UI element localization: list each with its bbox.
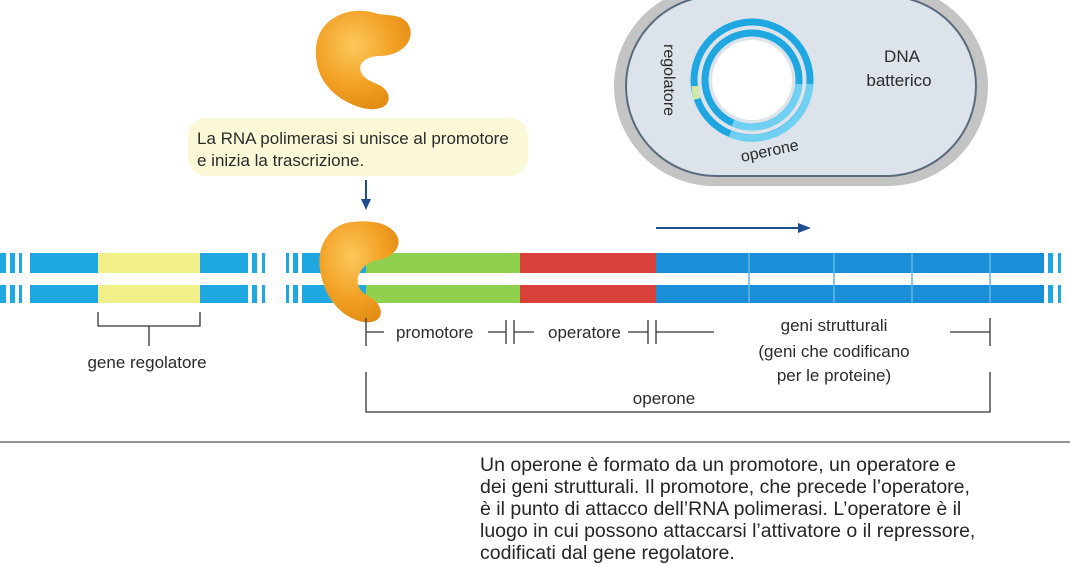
regulator-segment xyxy=(691,85,701,100)
promoter-label: promotore xyxy=(396,323,473,342)
promoter-bottom xyxy=(366,285,520,303)
structural-genes-top xyxy=(656,253,1044,273)
operator-label: operatore xyxy=(548,323,621,342)
dna-left-segment xyxy=(0,253,265,303)
structural-genes-label-2: (geni che codificano xyxy=(758,342,909,361)
operon-bracket xyxy=(365,372,991,413)
promoter-top xyxy=(366,253,520,273)
operon-segment-outer xyxy=(728,83,814,142)
structural-genes-label-1: geni strutturali xyxy=(781,316,888,335)
dna-label-line-1: DNA xyxy=(884,47,921,66)
regulator-gene-top xyxy=(98,253,200,273)
structural-genes-label-3: per le proteine) xyxy=(777,366,891,385)
callout-box xyxy=(188,118,528,176)
operon-segment-inner xyxy=(731,83,803,131)
gene-regulator-bracket xyxy=(97,312,201,327)
rna-polymerase-bound-icon xyxy=(319,221,399,323)
callout-line-1: La RNA polimerasi si unisce al promotore xyxy=(197,129,509,148)
regulator-gene-bottom xyxy=(98,285,200,303)
operator-top xyxy=(520,253,656,273)
dna-label-line-2: batterico xyxy=(866,71,931,90)
caption-text: Un operone è formato da un promotore, un… xyxy=(480,454,976,564)
plasmid-center xyxy=(712,40,792,120)
operator-bottom xyxy=(520,285,656,303)
callout-line-2: e inizia la trascrizione. xyxy=(197,151,364,170)
regulator-label: regolatore xyxy=(660,44,677,116)
operon-label: operone xyxy=(633,389,695,408)
structural-genes-bottom xyxy=(656,285,1044,303)
gene-regulator-label: gene regolatore xyxy=(87,353,206,372)
rna-polymerase-top-icon xyxy=(315,10,411,110)
dna-right-segment xyxy=(286,253,1061,303)
down-arrow-head xyxy=(361,199,371,210)
transcription-arrow-head xyxy=(798,223,811,233)
